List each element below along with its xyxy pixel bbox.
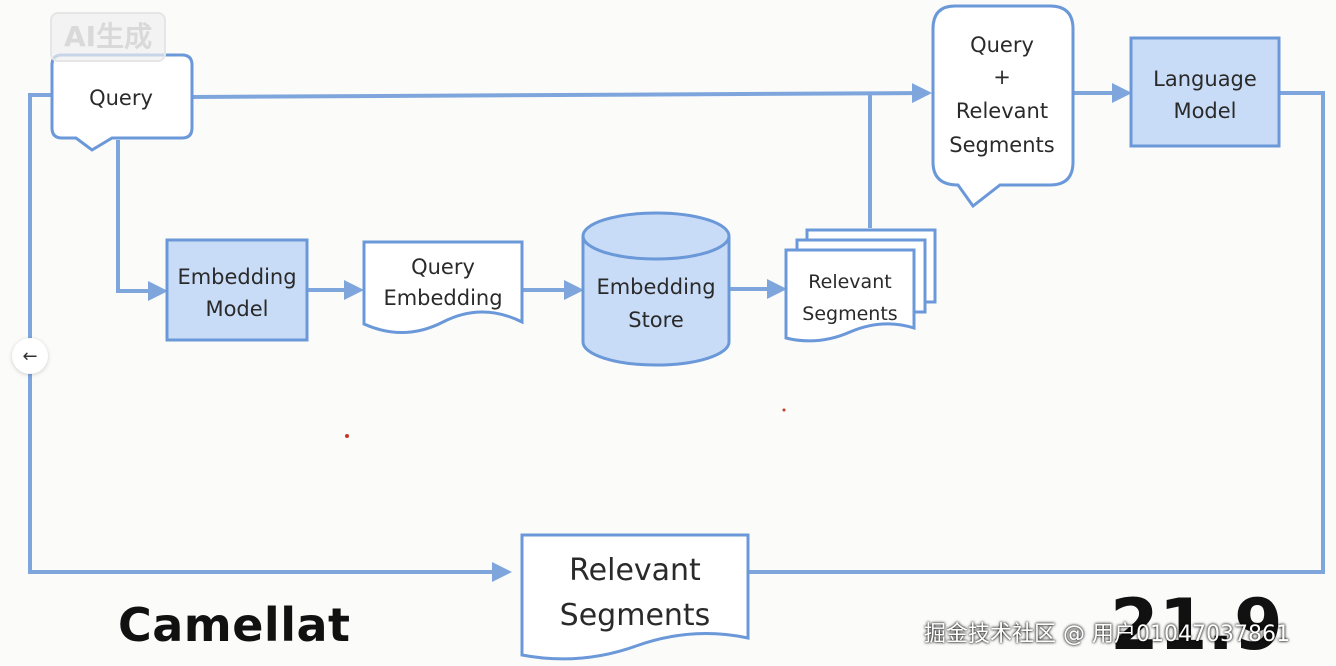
prompt-label-line-2: + xyxy=(993,65,1011,89)
embedding-store-label-line-1: Embedding xyxy=(596,275,715,299)
embedding-model-label-line-2: Model xyxy=(205,297,268,321)
arrow-left-icon: ← xyxy=(22,345,38,367)
stack-label-line-2: Segments xyxy=(802,303,897,325)
query-callout-shape xyxy=(50,53,194,152)
embedding-model-box xyxy=(165,238,309,342)
query-label: Query xyxy=(89,86,153,110)
embedding-model-node: Embedding Model xyxy=(165,238,309,342)
embedding-store-cylinder-body xyxy=(581,236,731,367)
stray-dot xyxy=(782,408,786,412)
relevant-segments-stack-node: Relevant Segments xyxy=(784,228,937,343)
language-model-node: Language Model xyxy=(1129,36,1281,148)
brand-wordmark: Camellat xyxy=(118,598,351,652)
stack-label-line-1: Relevant xyxy=(808,271,891,293)
edge-query-to-prompt xyxy=(191,83,932,104)
edge-language-model-loop xyxy=(748,91,1325,574)
embedding-store-node: Embedding Store xyxy=(581,211,731,367)
query-node: Query xyxy=(50,53,194,152)
prompt-label-line-4: Segments xyxy=(949,133,1054,157)
embedding-model-label-line-1: Embedding xyxy=(177,265,296,289)
query-embedding-label-line-1: Query xyxy=(411,255,475,279)
stray-dot xyxy=(345,434,349,438)
watermark: 掘金技术社区 @ 用户01047037861 xyxy=(924,622,1290,647)
prompt-callout-shape xyxy=(931,4,1075,209)
relevant-segments-output-line-2: Segments xyxy=(560,598,711,633)
prompt-label-line-1: Query xyxy=(970,33,1034,57)
query-embedding-node: Query Embedding xyxy=(362,240,524,334)
embedding-store-label-line-2: Store xyxy=(628,308,684,332)
edge-query-to-embedding-model xyxy=(116,140,168,301)
ai-generated-badge: AI生成 xyxy=(50,12,167,62)
query-embedding-document-shape xyxy=(362,240,524,334)
language-model-label-line-1: Language xyxy=(1153,67,1257,91)
embedding-store-cylinder-top xyxy=(581,211,731,261)
relevant-segments-output-node: Relevant Segments xyxy=(520,533,750,661)
corner-number: 21.9 xyxy=(1110,584,1283,666)
relevant-segments-output-line-1: Relevant xyxy=(569,553,701,588)
language-model-label-line-2: Model xyxy=(1173,99,1236,123)
language-model-box xyxy=(1129,36,1281,148)
stack-page-front xyxy=(784,248,916,343)
edge-left-loop xyxy=(28,93,512,582)
back-button[interactable]: ← xyxy=(12,338,48,374)
prompt-label-line-3: Relevant xyxy=(956,99,1048,123)
relevant-segments-output-shape xyxy=(520,533,750,661)
query-embedding-label-line-2: Embedding xyxy=(383,286,502,310)
prompt-node: Query + Relevant Segments xyxy=(931,4,1075,209)
edges xyxy=(28,83,1325,582)
